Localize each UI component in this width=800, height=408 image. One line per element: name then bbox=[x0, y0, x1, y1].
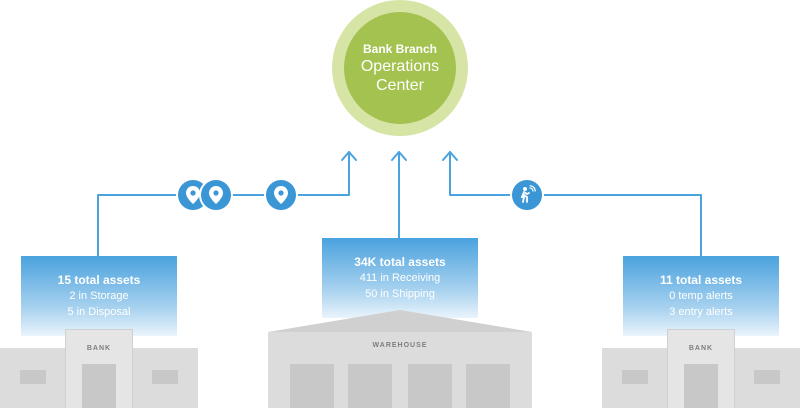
warehouse-sign: WAREHOUSE bbox=[268, 342, 532, 349]
arrow-left bbox=[341, 151, 357, 161]
right-bank-sign: BANK bbox=[668, 345, 734, 352]
warehouse-bay-door bbox=[348, 364, 392, 408]
walking-person-sensor-icon bbox=[510, 178, 544, 212]
warehouse-bay-door bbox=[408, 364, 452, 408]
left-bank-sign: BANK bbox=[66, 345, 132, 352]
arrow-middle bbox=[391, 151, 407, 161]
warehouse-sign-text: WAREHOUSE bbox=[372, 342, 428, 349]
operations-center-hub: Bank Branch Operations Center bbox=[332, 0, 468, 136]
middle-panel-line-2: 50 in Shipping bbox=[365, 288, 435, 300]
warehouse-bay-door bbox=[290, 364, 334, 408]
left-panel-title: 15 total assets bbox=[57, 273, 141, 287]
hub-line-1: Operations bbox=[360, 57, 440, 75]
left-bank-sign-text: BANK bbox=[86, 345, 112, 352]
left-panel-line-2: 5 in Disposal bbox=[67, 306, 131, 318]
right-panel-title: 11 total assets bbox=[659, 273, 743, 287]
right-bank-door bbox=[684, 364, 718, 408]
right-bank-building: BANK bbox=[602, 330, 800, 408]
warehouse-bay-door bbox=[466, 364, 510, 408]
right-bank-window bbox=[754, 370, 780, 384]
left-bank-door bbox=[82, 364, 116, 408]
hub-line-2: Center bbox=[375, 76, 425, 94]
left-asset-panel: 15 total assets 2 in Storage 5 in Dispos… bbox=[21, 256, 177, 336]
hub-title: Bank Branch bbox=[362, 41, 438, 56]
left-panel-line-1: 2 in Storage bbox=[69, 290, 129, 302]
right-bank-sign-text: BANK bbox=[688, 345, 714, 352]
connector-right bbox=[449, 151, 702, 257]
arrow-right bbox=[442, 151, 458, 161]
location-pin-icon bbox=[264, 178, 298, 212]
location-pin-icon bbox=[199, 178, 233, 212]
right-asset-panel: 11 total assets 0 temp alerts 3 entry al… bbox=[623, 256, 779, 336]
middle-asset-panel: 34K total assets 411 in Receiving 50 in … bbox=[322, 238, 478, 318]
warehouse-building: WAREHOUSE bbox=[268, 310, 532, 408]
left-bank-window bbox=[152, 370, 178, 384]
right-bank-window bbox=[622, 370, 648, 384]
middle-panel-title: 34K total assets bbox=[354, 255, 446, 269]
left-bank-window bbox=[20, 370, 46, 384]
left-bank-building: BANK bbox=[0, 330, 198, 408]
right-panel-line-2: 3 entry alerts bbox=[669, 306, 733, 318]
operations-center-inner: Bank Branch Operations Center bbox=[344, 12, 456, 124]
middle-panel-line-1: 411 in Receiving bbox=[359, 272, 441, 284]
right-panel-line-1: 0 temp alerts bbox=[669, 290, 733, 302]
